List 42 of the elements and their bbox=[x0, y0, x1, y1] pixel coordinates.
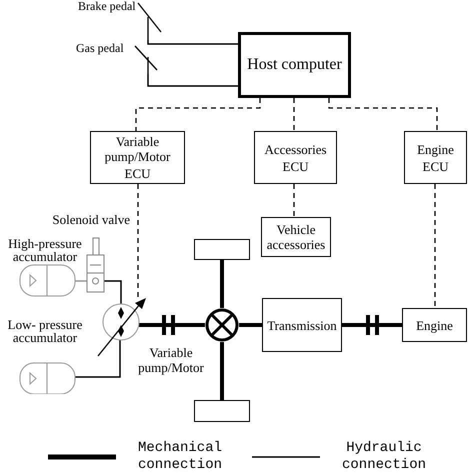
signal-line bbox=[135, 98, 261, 131]
signal-line bbox=[137, 184, 139, 298]
component-box bbox=[254, 131, 337, 184]
hydraulic-line bbox=[75, 280, 87, 282]
component-box bbox=[404, 131, 467, 184]
node-label: Variable pump/Motor bbox=[137, 345, 205, 375]
node-label: Engine bbox=[416, 318, 453, 332]
hydraulic-line bbox=[147, 40, 238, 45]
signal-line bbox=[293, 184, 295, 217]
node-label: Brake pedal bbox=[78, 0, 136, 13]
wheel-box bbox=[194, 239, 250, 260]
component-box bbox=[402, 308, 467, 342]
node-label: Host computer bbox=[247, 55, 342, 75]
shaft-line bbox=[239, 323, 262, 327]
node-label: Transmission bbox=[267, 318, 337, 332]
legend-label: Mechanical connection bbox=[136, 440, 223, 474]
hydraulic-line bbox=[147, 74, 238, 87]
hydraulic-line bbox=[75, 340, 121, 378]
component-box bbox=[90, 131, 185, 184]
signal-line bbox=[328, 98, 438, 131]
shaft-line bbox=[220, 342, 224, 400]
node-label: Variable pump/Motor bbox=[104, 134, 172, 164]
signal-line bbox=[434, 184, 436, 308]
wheel-box bbox=[194, 400, 250, 422]
node-label: ECU bbox=[422, 158, 448, 174]
computer-box bbox=[238, 32, 351, 98]
node-label: ECU bbox=[282, 158, 308, 174]
hydraulic-line bbox=[104, 280, 122, 304]
node-label: Accessories bbox=[264, 142, 327, 156]
signal-line bbox=[293, 98, 295, 131]
legend-label: Hydraulic connection bbox=[340, 440, 427, 474]
node-label: Gas pedal bbox=[76, 42, 124, 55]
node-label: ECU bbox=[124, 166, 150, 181]
node-label: Vehicle accessories bbox=[266, 222, 326, 252]
node-label: Solenoid valve bbox=[52, 213, 130, 227]
component-box bbox=[262, 298, 342, 352]
shaft-line bbox=[139, 323, 205, 327]
shaft-line bbox=[220, 260, 224, 308]
node-label: Low- pressure accumulator bbox=[6, 318, 84, 344]
node-label: Engine bbox=[417, 142, 454, 156]
node-label: High-pressure accumulator bbox=[7, 237, 83, 263]
shaft-line bbox=[342, 323, 402, 327]
